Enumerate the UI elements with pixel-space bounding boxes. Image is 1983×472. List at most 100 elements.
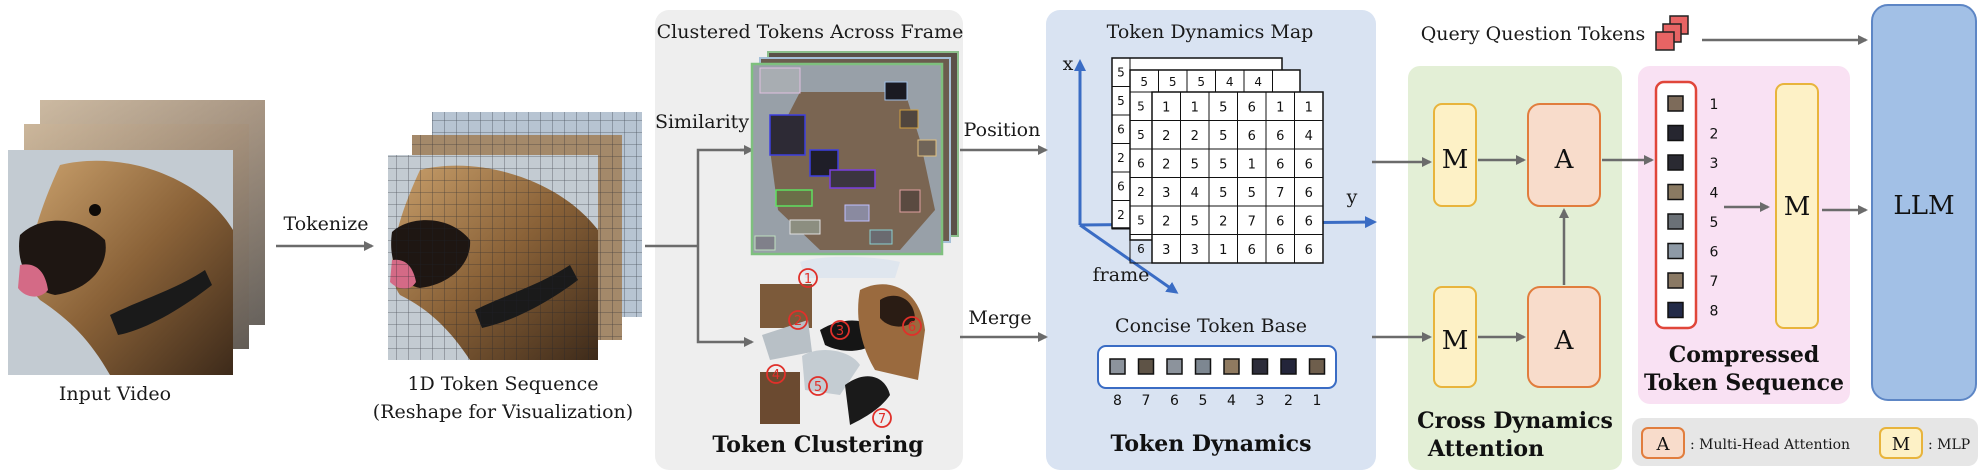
cluster-marker-number: 2 — [794, 314, 802, 329]
grid-cell-value: 6 — [1248, 129, 1256, 144]
cluster-marker-number: 6 — [908, 320, 916, 335]
axis-frame-label: frame — [1093, 264, 1150, 286]
compressed-token-column — [1654, 80, 1698, 330]
base-token — [1137, 358, 1155, 375]
grid-cell-value: 4 — [1191, 186, 1199, 201]
legend-m-box — [1879, 427, 1923, 459]
grid-cell-value: 1 — [1219, 243, 1227, 258]
clustering-header: Clustered Tokens Across Frame — [657, 21, 964, 43]
back-grid-value: 5 — [1117, 94, 1125, 108]
input-video-label: Input Video — [59, 383, 171, 405]
grid-cell-value: 3 — [1162, 186, 1170, 201]
base-token-label: 8 — [1113, 393, 1122, 409]
cross-a-top-label: A — [1554, 145, 1575, 175]
cluster-marker-number: 7 — [878, 412, 886, 427]
grid-cell-value: 6 — [1276, 243, 1284, 258]
legend-a-label: A — [1656, 434, 1671, 455]
grid-cell-value: 2 — [1219, 214, 1227, 229]
grid-cell-value: 2 — [1162, 214, 1170, 229]
back-grid-value: 5 — [1137, 99, 1145, 113]
similarity-label: Similarity — [655, 111, 749, 133]
back-grid-value: 6 — [1137, 242, 1145, 256]
back-grid-value: 5 — [1137, 213, 1145, 227]
grid-cell-value: 5 — [1191, 214, 1199, 229]
base-token-label: 4 — [1227, 393, 1236, 409]
base-token — [1223, 358, 1240, 375]
compressed-token-label: 5 — [1710, 215, 1719, 231]
back-grid-value: 5 — [1117, 65, 1125, 79]
grid-cell-value: 1 — [1191, 100, 1199, 115]
grid-cell-value: 5 — [1219, 129, 1227, 144]
grid-cell-value: 4 — [1305, 129, 1313, 144]
cluster-marker-circle — [902, 316, 922, 336]
dynamics-title: Token Dynamics — [1111, 431, 1312, 457]
query-tokens-icon — [1655, 15, 1689, 51]
back-grid-value: 5 — [1169, 75, 1177, 89]
compressed-token — [1667, 124, 1684, 142]
cross-m-bottom — [1433, 286, 1477, 388]
cross-a-top — [1527, 103, 1601, 207]
grid-cell-value: 3 — [1191, 243, 1199, 258]
legend-m-text: : MLP — [1928, 437, 1970, 453]
grid-cell-value: 6 — [1276, 157, 1284, 172]
compressed-token-label: 1 — [1710, 97, 1719, 113]
grid-cell-value: 2 — [1162, 157, 1170, 172]
cross-m-top-label: M — [1442, 145, 1469, 175]
grid-cell-value: 6 — [1248, 100, 1256, 115]
grid-cell-value: 1 — [1305, 100, 1313, 115]
cluster-marker-circle — [872, 408, 892, 428]
grid-cell-value: 5 — [1219, 100, 1227, 115]
compressed-m-label: M — [1784, 192, 1811, 222]
compressed-token — [1667, 154, 1684, 171]
back-grid-value: 4 — [1254, 75, 1262, 89]
tokenize-label: Tokenize — [284, 213, 369, 235]
grid-cell-value: 2 — [1191, 129, 1199, 144]
grid-cell-value: 7 — [1276, 186, 1284, 201]
clustered-token-map — [750, 51, 959, 256]
grid-cell-value: 6 — [1248, 243, 1256, 258]
grid-cell-value: 1 — [1276, 100, 1284, 115]
legend-a-text: : Multi-Head Attention — [1690, 437, 1850, 453]
clustering-title: Token Clustering — [712, 432, 923, 458]
compressed-token — [1667, 213, 1684, 230]
base-token — [1194, 358, 1212, 375]
compressed-token-label: 2 — [1710, 127, 1719, 143]
compressed-token-label: 3 — [1710, 156, 1719, 172]
grid-cell-value: 1 — [1162, 100, 1170, 115]
position-label: Position — [964, 119, 1041, 141]
grid-cell-value: 6 — [1305, 186, 1313, 201]
llm-block — [1871, 4, 1977, 401]
back-grid-value: 5 — [1140, 75, 1148, 89]
compressed-token — [1667, 183, 1684, 201]
base-token-label: 6 — [1170, 393, 1179, 409]
cross-a-bottom — [1527, 286, 1601, 388]
axis-y-label: y — [1346, 186, 1358, 208]
back-grid-value: 2 — [1137, 185, 1145, 199]
back-grid-value: 5 — [1137, 128, 1145, 142]
compressed-title-line2: Token Sequence — [1644, 370, 1844, 396]
cluster-marker-number: 1 — [804, 272, 812, 287]
grid-cell-value: 6 — [1276, 129, 1284, 144]
cluster-marker-circle — [830, 320, 850, 340]
grid-cell — [1294, 234, 1324, 264]
cluster-marker-circle — [798, 268, 818, 288]
axis-x-label: x — [1063, 53, 1074, 75]
base-token-label: 2 — [1284, 393, 1293, 409]
grid-cell-value: 7 — [1248, 214, 1256, 229]
grid-cell-value: 5 — [1219, 186, 1227, 201]
token-sequence-label-line2: (Reshape for Visualization) — [373, 401, 633, 423]
compressed-token-label: 7 — [1710, 274, 1719, 290]
base-token — [1166, 358, 1183, 375]
base-token — [1251, 358, 1269, 375]
back-grid-value: 2 — [1117, 208, 1125, 222]
llm-label: LLM — [1893, 191, 1954, 221]
compressed-token — [1667, 95, 1684, 112]
grid-cell-value: 6 — [1276, 214, 1284, 229]
cross-m-top — [1433, 103, 1477, 207]
compressed-m-block — [1775, 83, 1819, 329]
back-grid-value: 5 — [1197, 75, 1205, 89]
grid-cell-value: 5 — [1219, 157, 1227, 172]
